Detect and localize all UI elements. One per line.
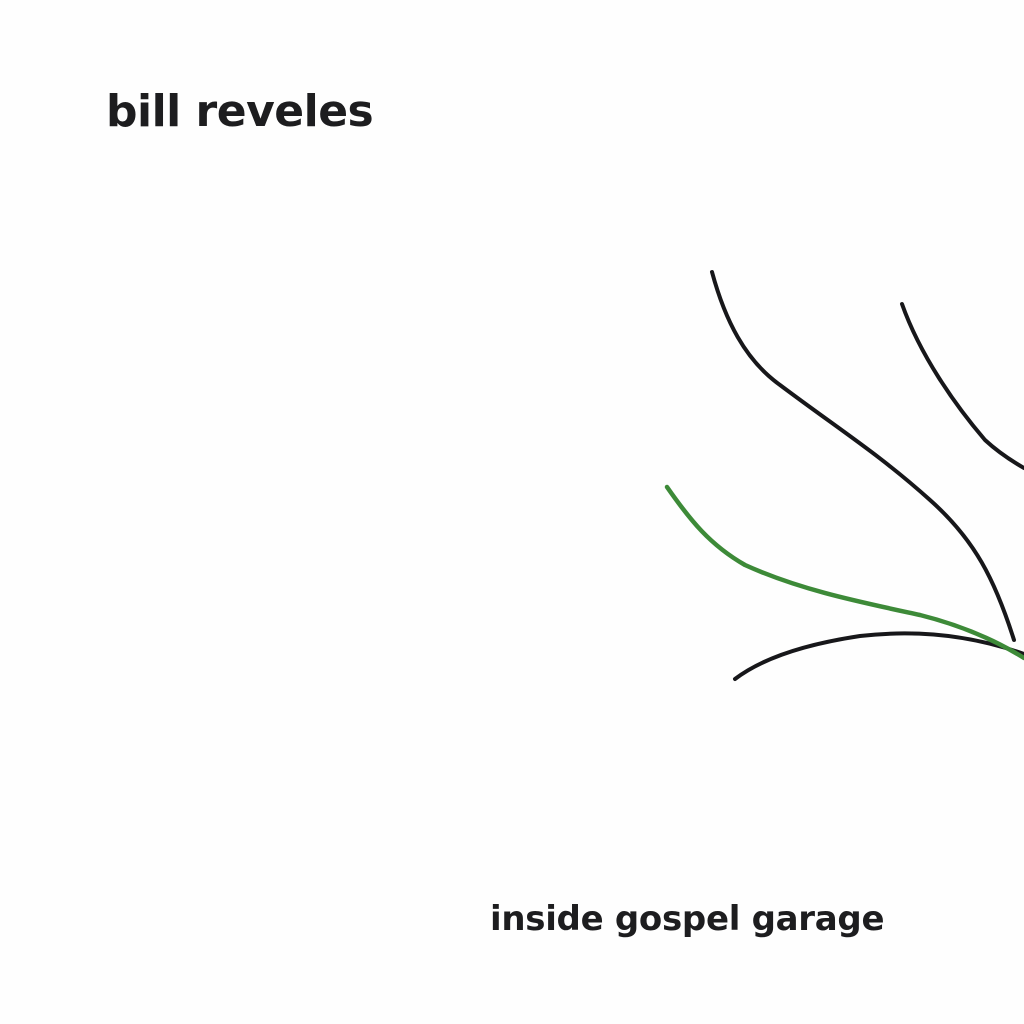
branch-right (900, 302, 1024, 470)
artist-name: bill reveles (106, 86, 374, 137)
branch-left (710, 270, 1016, 642)
branch-lower (733, 631, 1024, 681)
album-title: inside gospel garage (490, 899, 885, 939)
green-blade (664, 484, 1024, 661)
